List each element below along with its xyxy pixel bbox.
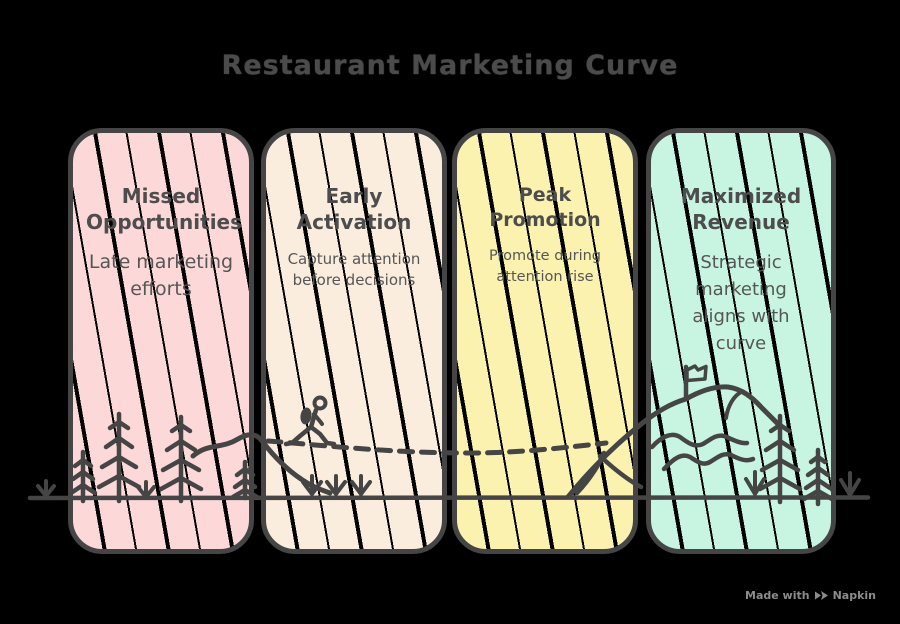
made-with-napkin-badge[interactable]: Made with Napkin	[745, 589, 876, 602]
panel-subtitle: Promote during attention rise	[489, 248, 601, 285]
panel-heading: Missed Opportunities	[86, 184, 243, 234]
napkin-logo-icon	[814, 591, 828, 600]
panel-heading: Peak Promotion	[489, 184, 601, 231]
stage-panel-maximized-revenue: Maximized Revenue Strategic marketing al…	[646, 128, 836, 554]
panel-subtitle: Capture attention before decisions	[287, 250, 421, 289]
page-title: Restaurant Marketing Curve	[221, 50, 679, 81]
panel-heading: Maximized Revenue	[680, 184, 802, 234]
panel-heading: Early Activation	[296, 184, 412, 234]
made-with-label: Made with	[745, 589, 810, 602]
napkin-brand-label: Napkin	[832, 589, 876, 602]
stage-panel-peak-promotion: Peak Promotion Promote during attention …	[452, 128, 638, 554]
stage-panel-missed-opportunities: Missed Opportunities Late marketing effo…	[68, 128, 254, 554]
stage-panel-early-activation: Early Activation Capture attention befor…	[261, 128, 447, 554]
panel-subtitle: Late marketing efforts	[88, 251, 234, 300]
panel-subtitle: Strategic marketing aligns with curve	[692, 252, 790, 354]
